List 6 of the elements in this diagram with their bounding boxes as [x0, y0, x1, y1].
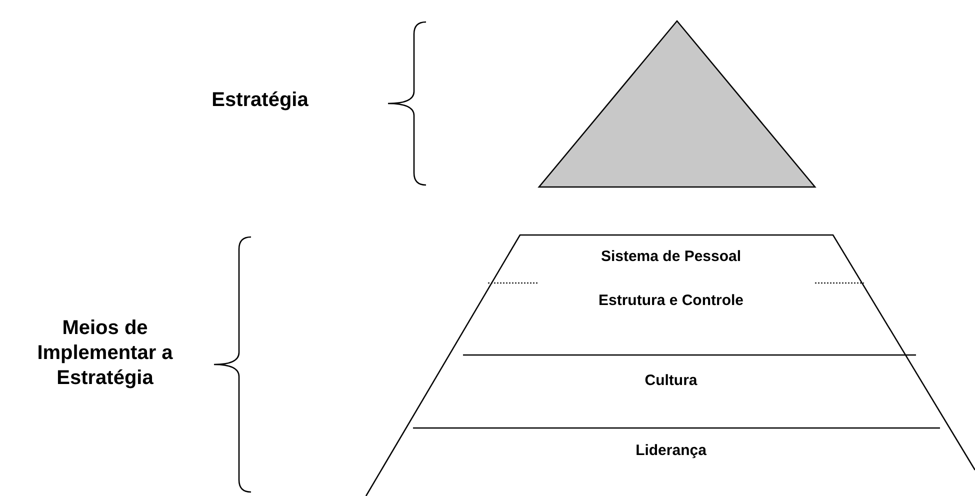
band-label: Sistema de Pessoal [496, 244, 846, 270]
band-label: Cultura [496, 368, 846, 394]
brace-label: Estratégia [210, 88, 310, 113]
band-label: Liderança [496, 438, 846, 464]
band-label: Estrutura e Controle [496, 288, 846, 314]
brace-label: Meios de Implementar a Estratégia [36, 316, 174, 391]
